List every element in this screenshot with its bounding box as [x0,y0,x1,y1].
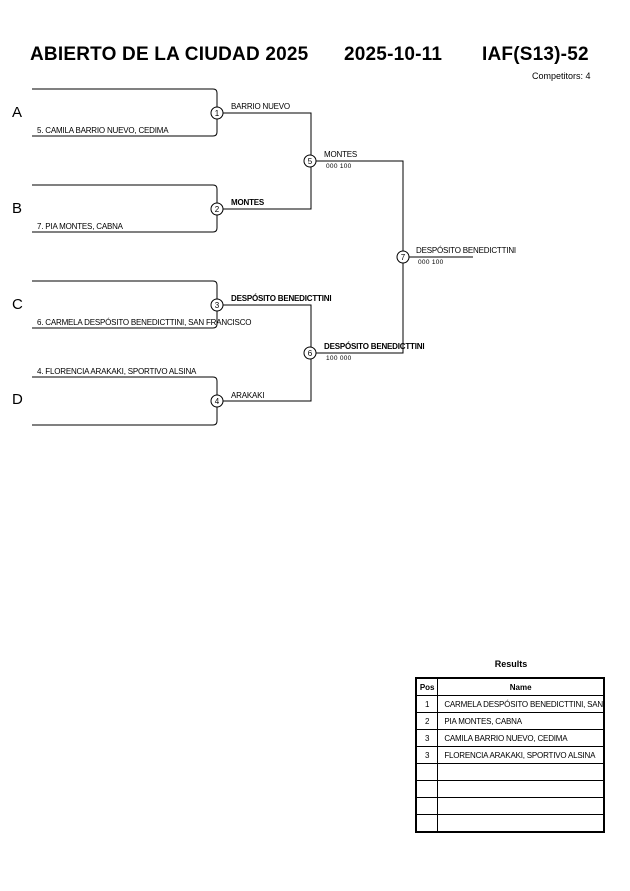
tournament-date: 2025-10-11 [344,44,443,65]
entry-label: 5. CAMILA BARRIO NUEVO, CEDIMA [37,126,169,135]
match-winner-5: MONTES [324,150,358,159]
result-pos: 3 [415,729,439,747]
name-column-header: Name [437,677,605,696]
result-pos: 1 [415,695,439,713]
table-row [415,797,605,815]
match-number-7: 7 [401,253,406,262]
result-name [437,763,605,781]
entry-label: 7. PIA MONTES, CABNA [37,222,123,231]
match-winner-3: DESPÓSITO BENEDICTTINI [231,294,332,303]
results-header-row: Pos Name [415,677,605,696]
result-name: FLORENCIA ARAKAKI, SPORTIVO ALSINA [437,746,605,764]
result-name: PIA MONTES, CABNA [437,712,605,730]
pool-label-c: C [12,296,23,313]
match-number-3: 3 [215,301,220,310]
match-node-1 [210,106,224,120]
match-winner-4: ARAKAKI [231,391,265,400]
table-row [415,814,605,833]
result-name: CAMILA BARRIO NUEVO, CEDIMA [437,729,605,747]
result-pos: 2 [415,712,439,730]
table-row: 1 CARMELA DESPÓSITO BENEDICTTINI, SAN [415,695,605,713]
match-number-6: 6 [308,349,313,358]
match-winner-6: DESPÓSITO BENEDICTTINI [324,342,425,351]
pool-label-a: A [12,104,23,121]
result-pos [415,814,439,833]
results-table: Pos Name 1 CARMELA DESPÓSITO BENEDICTTIN… [415,677,605,833]
table-row [415,763,605,781]
result-pos: 3 [415,746,439,764]
match-node-3 [210,298,224,312]
result-name: CARMELA DESPÓSITO BENEDICTTINI, SAN [437,695,605,713]
match-node-7 [396,250,410,264]
match-number-4: 4 [215,397,220,406]
result-pos [415,797,439,815]
match-score-5: 000 100 [326,163,352,170]
result-pos [415,780,439,798]
entry-label: 4. FLORENCIA ARAKAKI, SPORTIVO ALSINA [37,367,197,376]
table-row: 3 FLORENCIA ARAKAKI, SPORTIVO ALSINA [415,746,605,764]
entry-label: 6. CARMELA DESPÓSITO BENEDICTTINI, SAN F… [37,318,252,327]
table-row: 3 CAMILA BARRIO NUEVO, CEDIMA [415,729,605,747]
match-node-2 [210,202,224,216]
tournament-title: ABIERTO DE LA CIUDAD 2025 [30,44,309,65]
match-node-5 [303,154,317,168]
match-node-4 [210,394,224,408]
match-number-1: 1 [215,109,220,118]
result-name [437,814,605,833]
match-number-2: 2 [215,205,220,214]
match-score-7: 000 100 [418,259,444,266]
pos-column-header: Pos [415,677,439,696]
pool-label-d: D [12,391,23,408]
result-name [437,780,605,798]
table-row: 2 PIA MONTES, CABNA [415,712,605,730]
table-row [415,780,605,798]
match-node-6 [303,346,317,360]
match-winner-7: DESPÓSITO BENEDICTTINI [416,246,516,255]
category-code: IAF(S13)-52 [482,44,589,65]
result-pos [415,763,439,781]
competitors-count: Competitors: 4 [532,71,591,81]
match-number-5: 5 [308,157,313,166]
match-winner-1: BARRIO NUEVO [231,102,290,111]
pool-label-b: B [12,200,23,217]
match-winner-2: MONTES [231,198,265,207]
match-score-6: 100 000 [326,355,352,362]
results-title: Results [494,659,528,669]
result-name [437,797,605,815]
